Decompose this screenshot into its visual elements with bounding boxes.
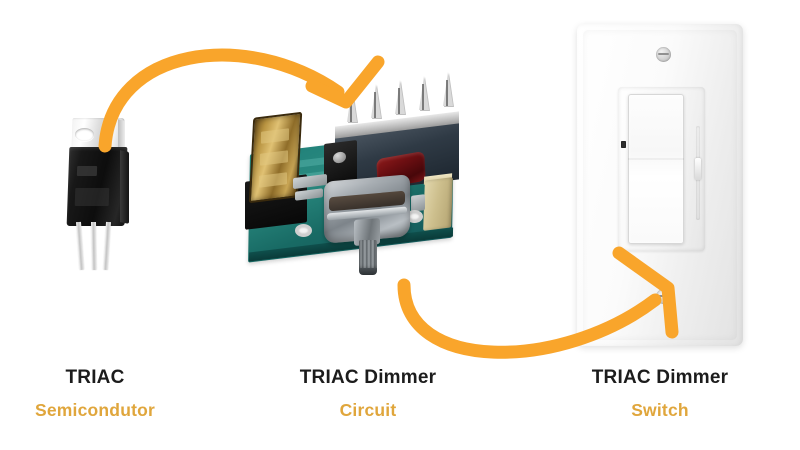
heatsink-fin <box>371 84 381 118</box>
switch-subtitle: Switch <box>631 400 689 420</box>
triac-subtitle: Semicondutor <box>34 400 156 420</box>
heatsink-fin <box>419 76 429 110</box>
heatsink-fin <box>347 88 357 122</box>
triac-component-image <box>58 118 150 271</box>
triac-lead-2 <box>91 221 97 271</box>
triac-plastic-body <box>66 147 128 226</box>
label-group-triac: TRIAC Semicondutor <box>0 366 225 422</box>
potentiometer-shaft-tip <box>359 268 377 275</box>
dimmer-paddle-split-line <box>628 158 684 160</box>
label-group-circuit: TRIAC Dimmer Circuit <box>238 366 498 422</box>
label-group-switch: TRIAC Dimmer Switch <box>530 366 790 422</box>
triac-lead-3 <box>103 221 111 271</box>
triac-body-side <box>120 150 129 224</box>
wall-plate-screw-bottom <box>656 289 671 304</box>
dimmer-slider-thumb[interactable] <box>695 158 701 180</box>
pcb-mounting-hole <box>295 224 312 237</box>
triac-dimmer-circuit-image <box>243 72 463 278</box>
dimmer-indicator-led <box>621 141 626 148</box>
triac-body-marking-secondary <box>74 188 110 206</box>
triac-title: TRIAC <box>65 367 125 388</box>
beige-capacitor <box>423 177 453 231</box>
triac-body-marking <box>76 166 98 176</box>
circuit-subtitle: Circuit <box>339 400 397 420</box>
heatsink-fin <box>443 72 453 106</box>
wall-plate-screw-top <box>656 47 671 62</box>
triac-mounting-hole <box>75 128 94 141</box>
dimmer-paddle-switch[interactable] <box>628 94 684 244</box>
heatsink-fin <box>395 80 405 114</box>
circuit-title: TRIAC Dimmer <box>299 367 437 388</box>
triac-lead-1 <box>76 221 85 271</box>
switch-title: TRIAC Dimmer <box>591 367 729 388</box>
triac-dimmer-switch-image <box>577 24 743 346</box>
potentiometer-shaft[interactable] <box>359 240 377 272</box>
